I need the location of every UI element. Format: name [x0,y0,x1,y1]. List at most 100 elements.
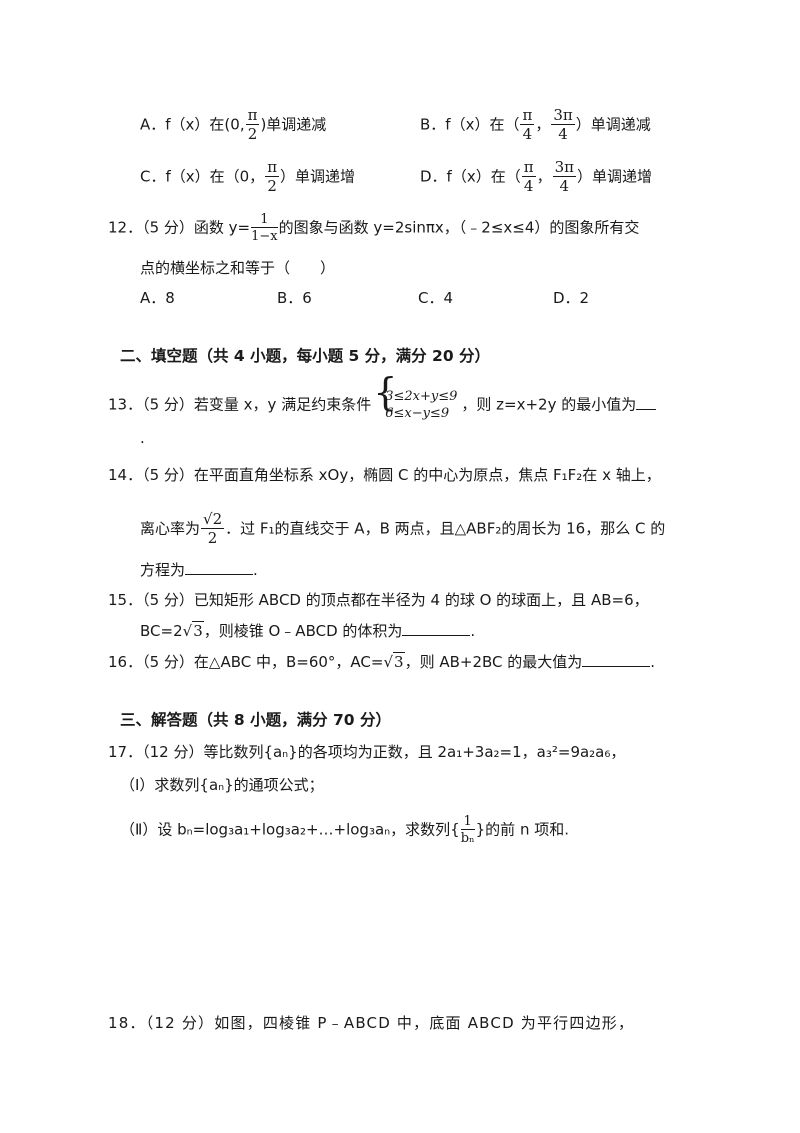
option-text: ）单调递增 [280,167,356,186]
answer-blank [636,393,657,410]
radicand: 3 [393,652,405,671]
numerator: π [521,158,536,177]
sqrt: √3 [383,652,405,671]
denominator: 4 [523,177,534,195]
denominator: 2 [247,125,258,143]
question-number: 15． [108,591,143,609]
question-number: 16． [108,653,143,671]
option-12-b: B．6 [277,289,312,307]
question-14-line3: 方程为. [140,558,258,580]
question-17-part1: （Ⅰ）求数列{aₙ}的通项公式； [120,776,324,794]
numerator: 1 [460,815,475,830]
numerator: √2 [201,510,225,529]
question-number: 12． [108,218,143,237]
option-12-a: A．8 [140,289,175,307]
question-text: ，则 z=x+2y 的最小值为 [461,395,637,414]
option-text: A．f（x）在 [140,115,225,134]
section-heading: 二、填空题（共 4 小题，每小题 5 分，满分 20 分） [120,347,491,365]
question-13: 13．（5 分）若变量 x，y 满足约束条件 3≤2x+y≤9 6≤x−y≤9 ，则 … [108,382,657,422]
question-12-line2: 点的横坐标之和等于（ ） [140,259,336,277]
question-text: ，则 AB+2BC 的最大值为 [404,653,583,671]
numerator: 1 [251,213,278,228]
sqrt: √3 [182,621,204,640]
answer-blank [402,619,471,636]
numerator: π [265,158,280,177]
option-text: ）单调递增 [577,167,653,186]
question-text: （12 分）等比数列{aₙ}的各项均为正数，且 2a₁+3a₂=1，a₃²=9a… [142,743,626,761]
constraint: 6≤x−y≤9 [385,406,450,421]
option-text: C．f（x）在（0， [140,167,265,186]
question-text: （5 分）在平面直角坐标系 xOy，椭圆 C 的中心为原点，焦点 F₁F₂在 x… [142,466,661,484]
question-text: BC=2 [140,622,183,640]
numerator: π [520,106,535,125]
question-15: 15．（5 分）已知矩形 ABCD 的顶点都在半径为 4 的球 O 的球面上，且… [108,590,649,610]
period: . [650,653,656,671]
period: . [470,622,476,640]
constraint-system: 3≤2x+y≤9 6≤x−y≤9 [373,382,458,422]
question-text: （5 分）函数 y= [142,218,251,237]
question-text: （5 分）在△ABC 中，B=60°，AC= [142,653,384,671]
denominator: 4 [522,125,533,143]
question-13-end: . [140,429,145,447]
question-number: 13． [108,395,143,414]
option-text: ）单调递减 [575,115,651,134]
question-16: 16．（5 分）在△ABC 中，B=60°，AC=√3，则 AB+2BC 的最大… [108,650,655,672]
option-12-c: C．4 [418,289,454,307]
question-18: 18．（12 分）如图，四棱锥 P﹣ABCD 中，底面 ABCD 为平行四边形， [108,1013,634,1033]
question-text: （5 分）已知矩形 ABCD 的顶点都在半径为 4 的球 O 的球面上，且 AB… [142,591,649,609]
question-number: 18． [108,1014,146,1032]
radicand: 3 [192,621,204,640]
question-text: （12 分）如图，四棱锥 P﹣ABCD 中，底面 ABCD 为平行四边形， [145,1014,635,1032]
question-text: （5 分）若变量 x，y 满足约束条件 [142,395,372,414]
answer-blank [582,650,651,667]
question-text: ，则棱锥 O﹣ABCD 的体积为 [203,622,403,640]
numerator: 3π [551,106,575,125]
option-text: ， [535,115,551,134]
question-number: 17． [108,743,143,761]
question-text: ．过 F₁的直线交于 A，B 两点，且△ABF₂的周长为 16，那么 C 的 [225,519,666,538]
numerator: 3π [552,158,576,177]
period: . [253,561,258,579]
constraint: 3≤2x+y≤9 [385,389,458,404]
option-12-d: D．2 [553,289,590,307]
section-heading: 三、解答题（共 8 小题，满分 70 分） [120,711,391,729]
question-number: 14． [108,466,143,484]
denominator: 4 [558,125,568,143]
denominator: 1−x [251,229,278,244]
numerator: π [245,106,260,125]
option-text: D．f（x）在（ [420,167,521,186]
question-text: （Ⅱ）设 bₙ=log₃a₁+log₃a₂+…+log₃aₙ，求数列{ [120,820,460,839]
option-text: (0, [224,115,245,134]
answer-blank [185,558,254,575]
question-17: 17．（12 分）等比数列{aₙ}的各项均为正数，且 2a₁+3a₂=1，a₃²… [108,742,625,762]
question-text: }的前 n 项和. [475,820,569,839]
option-text: )单调递减 [260,115,327,134]
question-text: 离心率为 [140,519,201,538]
option-text: B．f（x）在（ [420,115,520,134]
question-14: 14．（5 分）在平面直角坐标系 xOy，椭圆 C 的中心为原点，焦点 F₁F₂… [108,465,661,485]
question-text: 的图象与函数 y=2sinπx，（﹣2≤x≤4）的图象所有交 [278,218,640,237]
question-15-line2: BC=2√3，则棱锥 O﹣ABCD 的体积为. [140,619,475,641]
denominator: 2 [267,177,277,195]
denominator: bₙ [460,831,475,846]
option-text: ， [536,167,552,186]
denominator: 2 [207,529,218,547]
question-text: 方程为 [140,561,186,579]
denominator: 4 [559,177,570,195]
